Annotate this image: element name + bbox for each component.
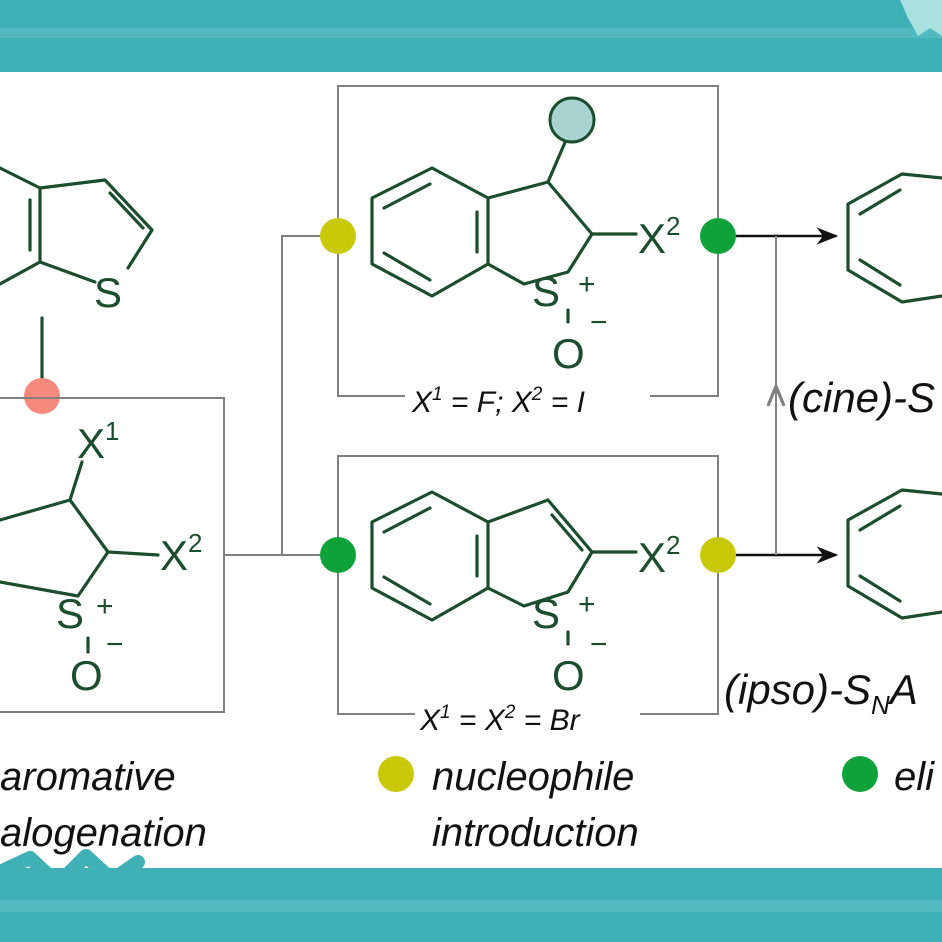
cine-condition: X1 = F; X2 = I	[411, 384, 585, 419]
cine-product-inner-bond-2	[858, 258, 902, 287]
ipso-benzene-ring	[370, 490, 490, 622]
legend-nucleophile-dot	[378, 756, 414, 792]
cine-product	[846, 172, 942, 304]
cine-minus-charge: −	[590, 306, 608, 339]
dihalo-x2-bond	[106, 550, 160, 557]
product-arrows	[736, 227, 839, 564]
start-benzothiophene: S	[0, 166, 154, 380]
legend-nucleophile-line2: introduction	[432, 811, 639, 855]
dihalo-x2-label: X2	[160, 528, 202, 579]
dihalo-plus-charge: +	[96, 590, 114, 623]
ipso-double-bond	[550, 513, 584, 552]
ipso-elimination-dot	[320, 537, 356, 573]
ipso-oxygen-atom: O	[552, 652, 585, 699]
top-border-highlight	[0, 28, 942, 38]
ipso-frame-right-bottom	[640, 555, 719, 715]
ipso-inner-bond-1	[382, 506, 432, 534]
cine-inner-bond-1	[382, 182, 432, 210]
cine-inner-bond-3	[382, 251, 432, 282]
ipso-product-inner-bond-2	[858, 574, 902, 603]
dihalo-minus-charge: −	[106, 628, 124, 661]
ipso-five-ring	[486, 498, 594, 608]
brush-splash-decoration	[900, 0, 942, 36]
dihalo-ring	[0, 498, 110, 598]
dearomative-dot	[24, 378, 60, 414]
ipso-intermediate: X2 S + O − X1 = X2 = Br	[337, 455, 719, 737]
legend-elimination-line1: eli	[894, 755, 935, 799]
dihalo-intermediate: X1 X2 S + O −	[0, 397, 225, 713]
dihalo-oxygen-atom: O	[70, 652, 103, 699]
ipso-product-ring	[846, 488, 942, 620]
legend-dearomative-line1: aromative	[0, 755, 176, 799]
start-double-bond	[108, 191, 145, 230]
legend-elimination-dot	[842, 756, 878, 792]
start-benzene-ring	[0, 166, 42, 286]
ipso-condition: X1 = X2 = Br	[419, 702, 581, 737]
ipso-product	[846, 488, 942, 620]
cine-intermediate: X2 S + O − X1 = F; X2 = I	[337, 85, 719, 419]
legend-dearomative-line2: alogenation	[0, 811, 207, 855]
cine-nu-bond	[546, 138, 568, 184]
dihalo-sulfur-atom: S	[56, 590, 84, 637]
cine-frame-top	[337, 85, 719, 397]
cine-x2-label: X2	[638, 211, 680, 262]
branch-connector	[224, 235, 338, 556]
ipso-product-inner-bond	[858, 504, 902, 532]
cine-five-ring	[486, 180, 594, 286]
start-thiophene-ring	[38, 178, 154, 270]
dihalo-x1-bond	[68, 460, 84, 502]
bottom-border-highlight	[0, 900, 942, 912]
start-sulfur-atom: S	[94, 269, 122, 316]
dihalo-x1-label: X1	[77, 416, 119, 467]
cine-oxygen-atom: O	[552, 330, 585, 377]
cine-product-ring	[846, 172, 942, 304]
cine-sulfur-atom: S	[532, 268, 560, 315]
ipso-inner-bond-3	[382, 575, 432, 606]
cine-nucleophile-dot	[320, 218, 356, 254]
zigzag-decoration	[0, 849, 145, 891]
start-s-bond	[38, 260, 97, 284]
cine-nucleophile-group	[548, 96, 596, 144]
ipso-x2-label: X2	[638, 530, 680, 581]
ipso-minus-charge: −	[590, 628, 608, 661]
cine-product-inner-bond	[858, 188, 902, 216]
ipso-nucleophile-dot	[700, 537, 736, 573]
legend: aromative alogenation nucleophile introd…	[0, 755, 935, 855]
cine-frame	[337, 236, 405, 397]
legend-nucleophile-line1: nucleophile	[432, 755, 634, 799]
ipso-frame-left-bottom	[337, 555, 415, 715]
cine-benzene-ring	[370, 166, 490, 298]
ipso-sulfur-atom: S	[532, 590, 560, 637]
ipso-plus-charge: +	[578, 588, 596, 621]
cine-elimination-dot	[700, 218, 736, 254]
ipso-frame-top	[337, 455, 719, 555]
cine-pathway-label: (cine)-S	[788, 374, 935, 421]
cine-plus-charge: +	[578, 268, 596, 301]
ipso-pathway-label: (ipso)-SNA	[724, 666, 918, 720]
